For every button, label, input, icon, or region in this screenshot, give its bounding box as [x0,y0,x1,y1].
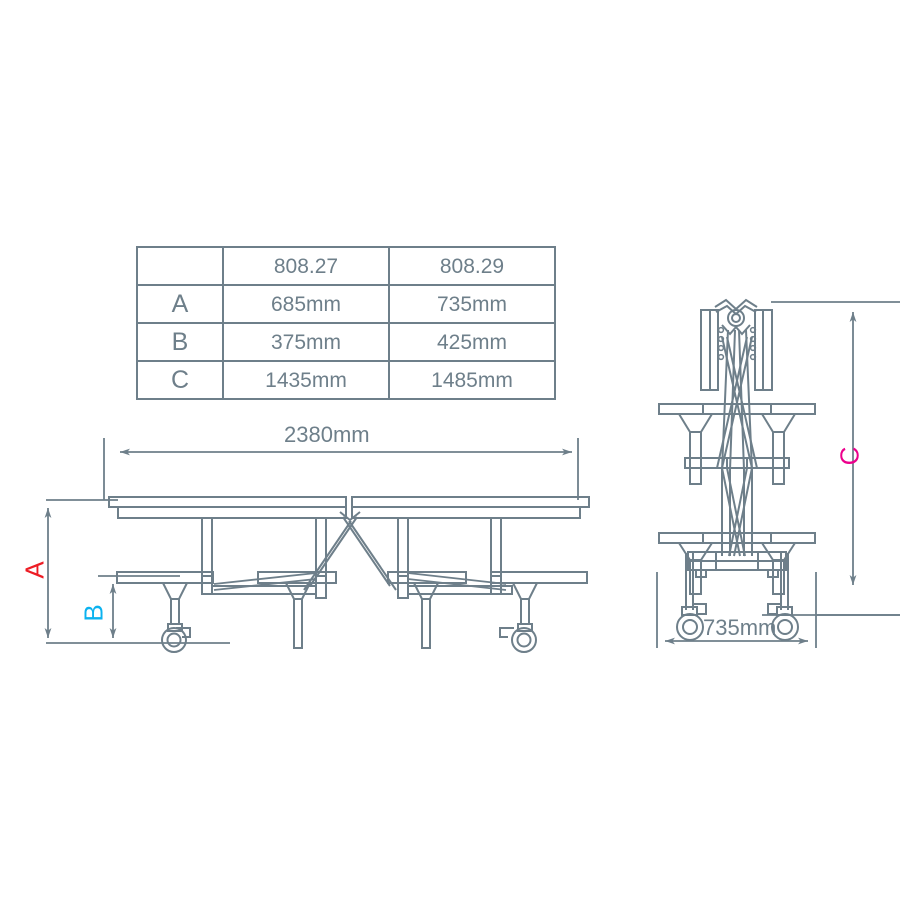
bottom-transoms [687,551,787,578]
leg-left-inner [257,517,337,649]
cell-c-model-1: 1435mm [222,360,390,400]
front-view-dimension-lines [46,438,579,644]
dimension-label-length: 2380mm [284,422,370,447]
column-header-model-1: 808.27 [222,246,390,286]
cell-b-model-2: 425mm [388,322,556,362]
leg-right-outer [407,517,588,653]
dimension-label-c: C [834,446,865,466]
folded-seat-lower [658,532,816,595]
table-row: B 375mm 425mm [136,322,556,362]
row-label-c: C [136,360,224,400]
table-corner-cell [136,246,224,286]
cell-b-model-1: 375mm [222,322,390,362]
centre-x-brace [303,511,397,591]
dimension-label-depth: 735mm [703,615,777,640]
table-row: C 1435mm 1485mm [136,360,556,400]
mid-rails [684,457,790,469]
table-front-elevation [108,496,590,653]
column-header-model-2: 808.29 [388,246,556,286]
row-label-a: A [136,284,224,324]
bolt-holes [717,326,757,361]
table-row: A 685mm 735mm [136,284,556,324]
specification-table: 808.27 808.29 A 685mm 735mm B 375mm 425m… [136,246,556,400]
dimension-label-b: B [78,604,109,622]
seat-stiffeners [213,572,507,591]
leg-right-inner [387,517,467,649]
dimension-label-a: A [19,561,50,579]
cell-a-model-2: 735mm [388,284,556,324]
cell-a-model-1: 685mm [222,284,390,324]
folded-seat-upper [658,403,816,485]
folded-end-elevation [658,298,816,641]
side-view-dimension-lines [656,301,900,648]
table-header-row: 808.27 808.29 [136,246,556,286]
row-label-b: B [136,322,224,362]
cell-c-model-2: 1485mm [388,360,556,400]
folded-cross-braces [716,336,758,557]
